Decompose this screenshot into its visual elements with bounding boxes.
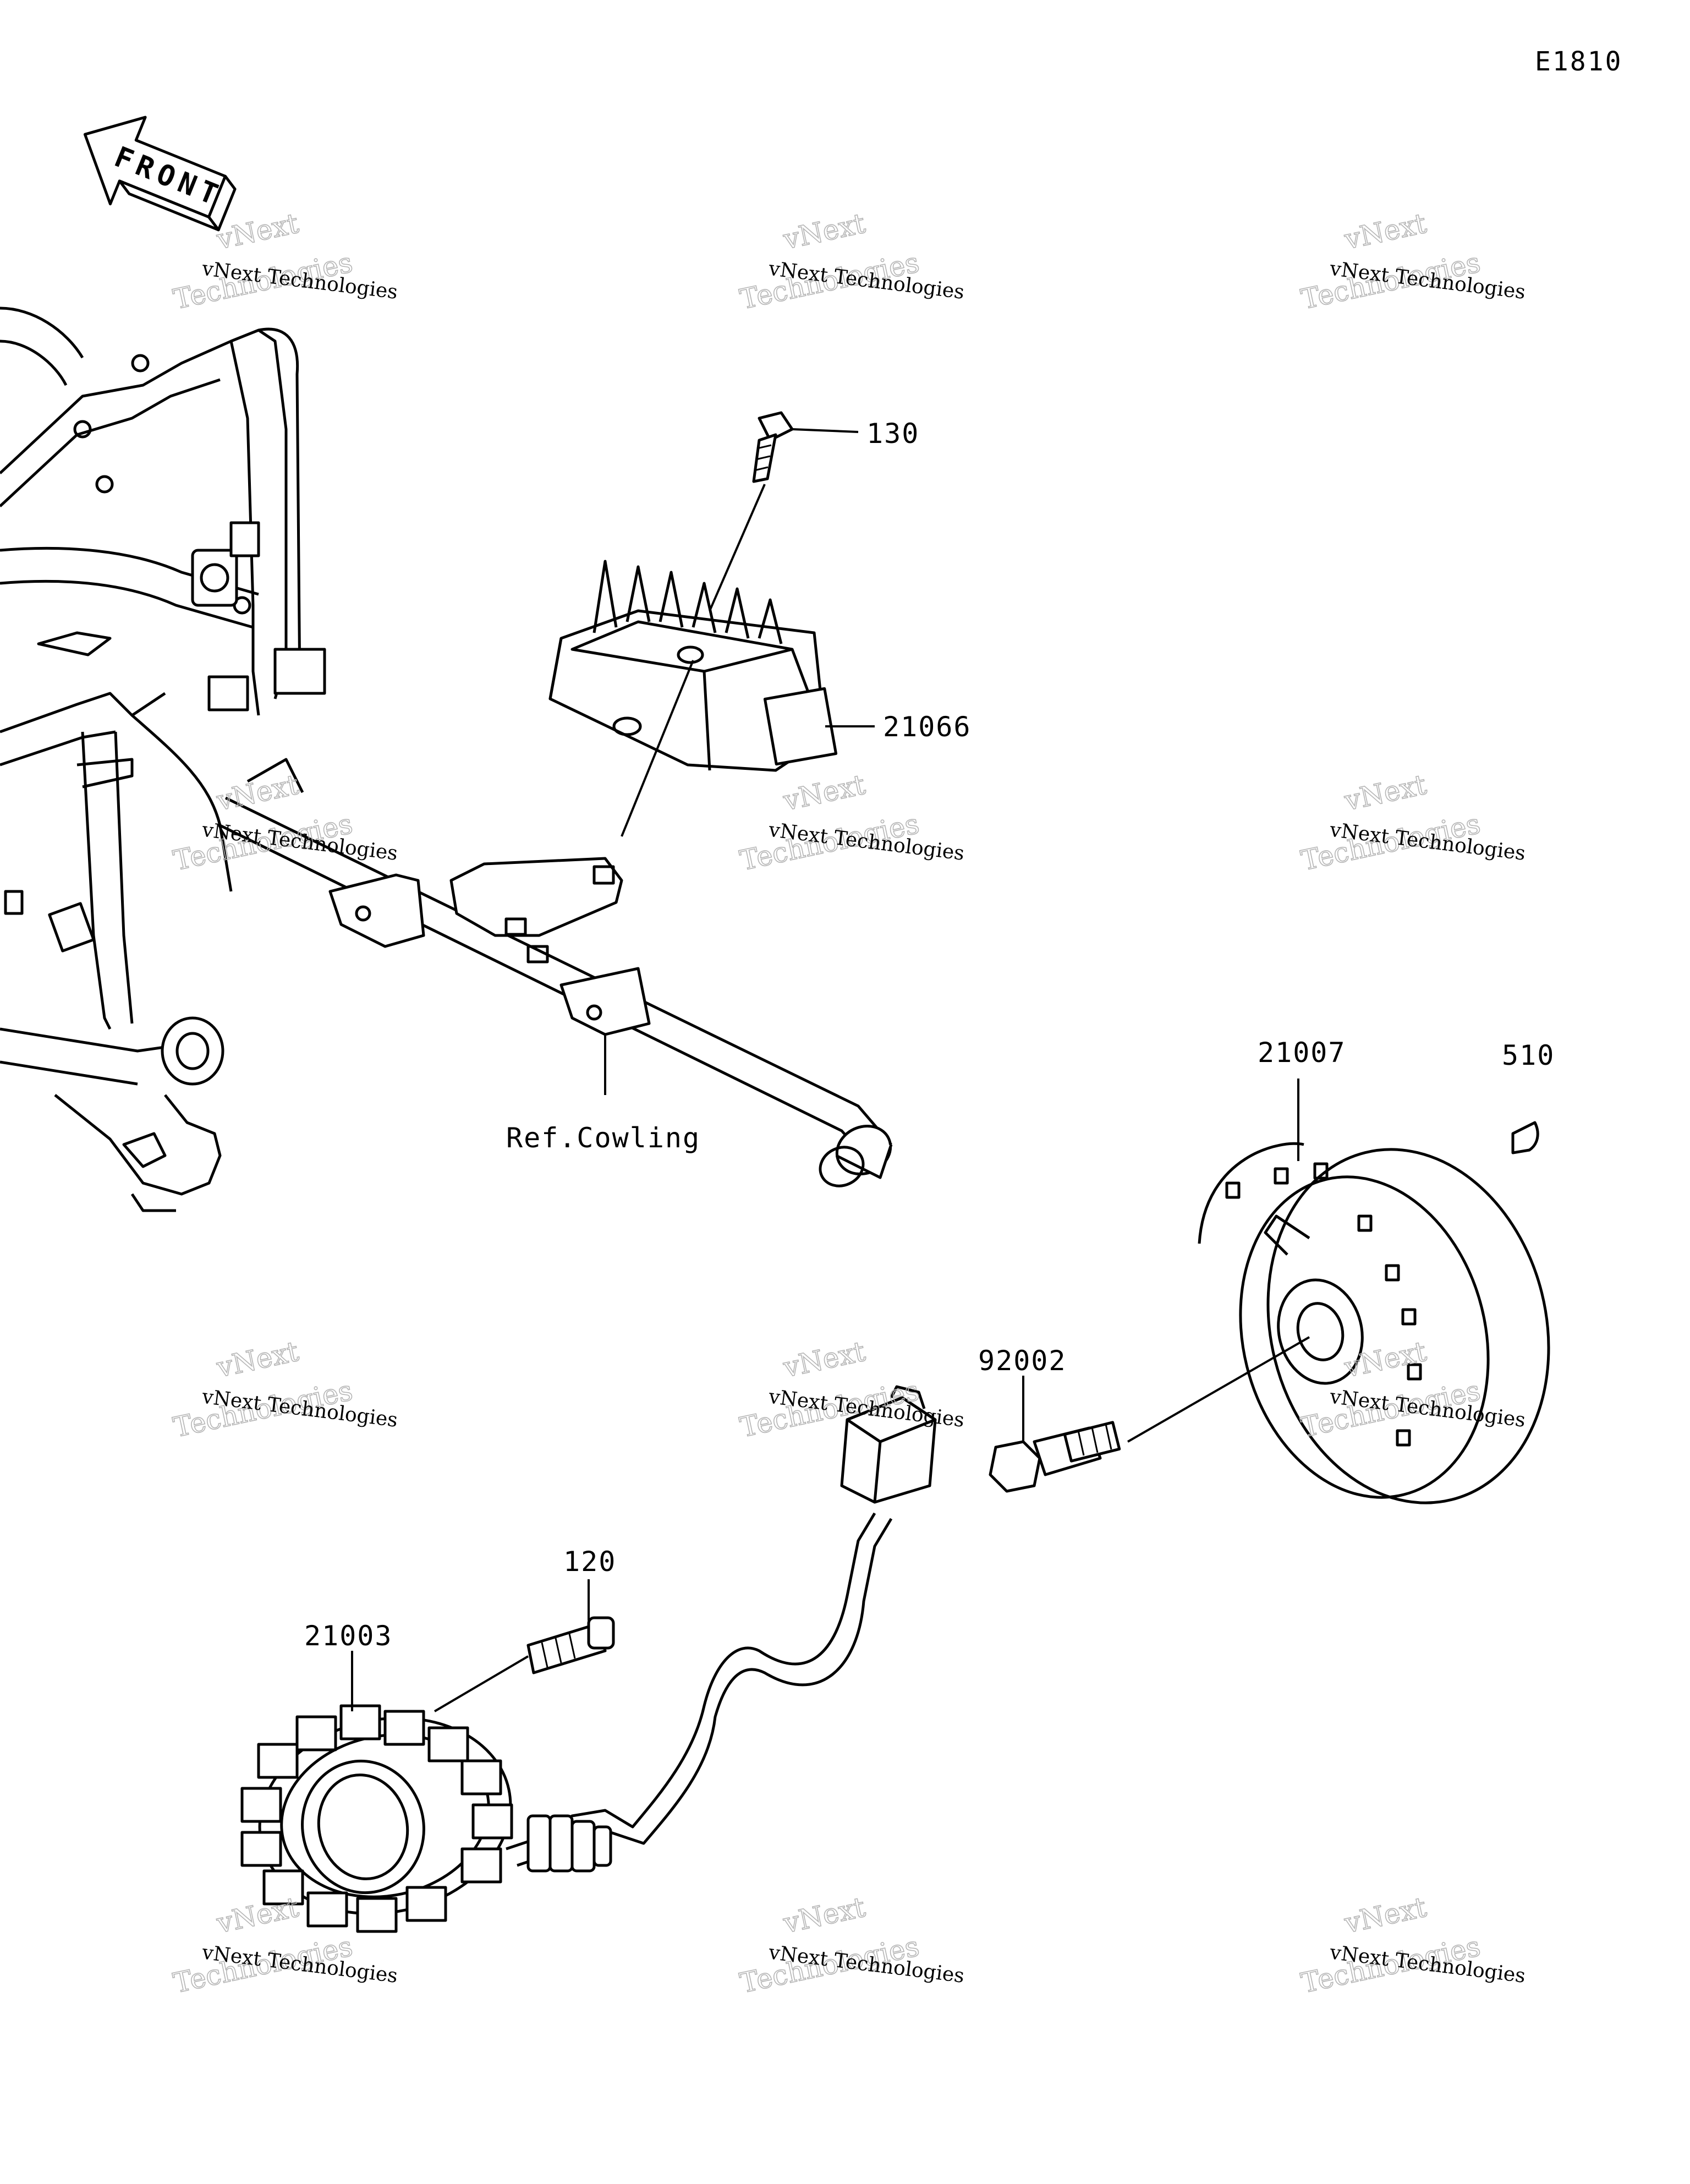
stator <box>240 1704 513 1933</box>
watermark: vNext Technologies vNext Technologies <box>170 1335 399 1444</box>
voltage-regulator <box>548 560 838 772</box>
svg-text:vNext: vNext <box>213 1891 301 1940</box>
svg-text:vNext: vNext <box>1341 207 1429 256</box>
callout-21007: 21007 <box>1258 1037 1346 1069</box>
woodruff-key <box>1511 1121 1539 1154</box>
cowling-bracket <box>219 758 893 1187</box>
watermark: vNext Technologies vNext Technologies <box>737 768 965 877</box>
leader-lines <box>351 428 1310 1712</box>
watermark: vNext Technologies vNext Technologies <box>737 1335 965 1444</box>
callout-120: 120 <box>563 1546 616 1578</box>
front-direction-arrow-icon: FRONT <box>83 116 237 232</box>
watermark: vNext Technologies vNext Technologies <box>737 1891 965 2000</box>
svg-text:vNext: vNext <box>780 207 868 256</box>
callout-130: 130 <box>866 418 919 450</box>
watermark: vNext Technologies vNext Technologies <box>170 768 399 877</box>
svg-text:vNext: vNext <box>780 1335 868 1384</box>
svg-text:vNext: vNext <box>213 207 301 256</box>
diagram-code: E1810 <box>1535 46 1623 77</box>
bolt-92002 <box>989 1421 1121 1493</box>
bolt-120 <box>526 1616 615 1674</box>
watermark: vNext Technologies vNext Technologies <box>737 207 965 316</box>
svg-text:vNext: vNext <box>780 769 868 817</box>
watermark: vNext Technologies vNext Technologies <box>1298 1891 1527 2000</box>
svg-text:vNext: vNext <box>1341 1891 1429 1940</box>
ref-cowling-label: Ref.Cowling <box>506 1122 700 1154</box>
stator-wire-harness <box>506 1385 937 1873</box>
bolt-130 <box>752 411 794 483</box>
frame <box>0 306 326 1212</box>
svg-text:vNext: vNext <box>780 1891 868 1940</box>
callout-510: 510 <box>1502 1039 1555 1071</box>
callout-21066: 21066 <box>883 711 972 743</box>
svg-text:vNext: vNext <box>1341 769 1429 817</box>
flywheel-rotor <box>1198 1142 1550 1504</box>
watermark: vNext Technologies vNext Technologies <box>1298 768 1527 877</box>
svg-text:vNext: vNext <box>213 1335 301 1384</box>
watermark: vNext Technologies vNext Technologies <box>1298 207 1527 316</box>
callout-92002: 92002 <box>978 1345 1067 1377</box>
callout-21003: 21003 <box>304 1620 393 1652</box>
